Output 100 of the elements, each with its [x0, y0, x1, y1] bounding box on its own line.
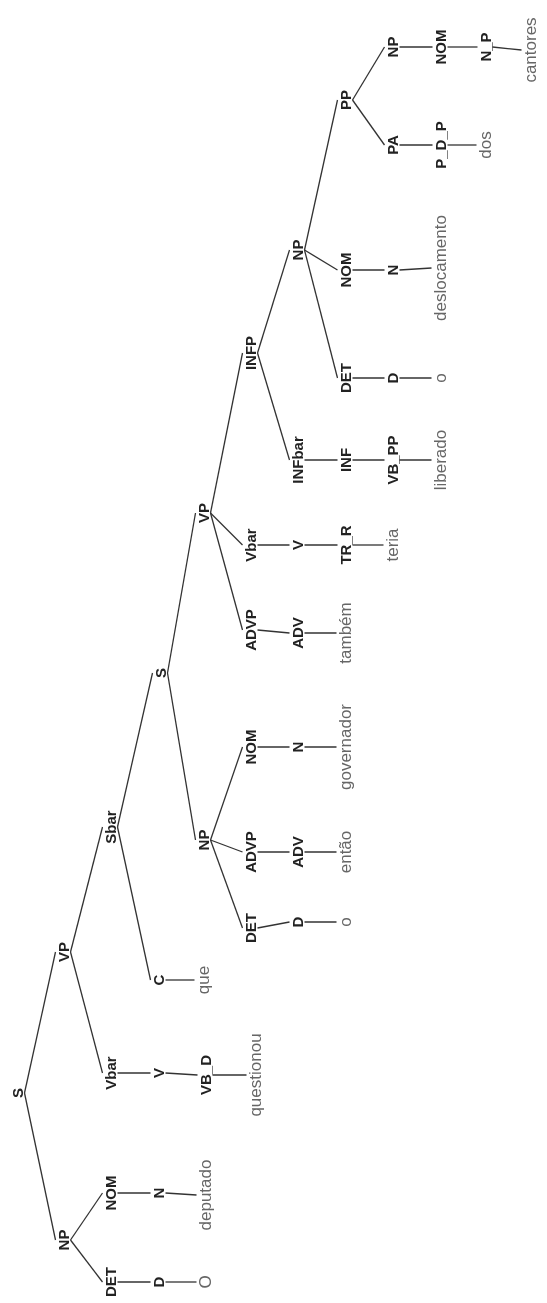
category-label: NP — [55, 1229, 71, 1251]
category-label: V — [150, 1068, 166, 1078]
tree-branch — [256, 629, 291, 634]
tree-branch — [398, 46, 434, 48]
category-label: DET — [242, 913, 258, 943]
tree-branch — [166, 672, 197, 841]
word-label: liberado — [431, 429, 449, 491]
category-label: V — [289, 540, 305, 550]
category-label: D — [384, 372, 400, 384]
category-label: NOM — [102, 1175, 118, 1211]
tree-branch — [209, 512, 244, 631]
tree-branch — [303, 921, 338, 923]
category-label: NOM — [242, 729, 258, 765]
category-label: N — [289, 741, 305, 753]
tree-branch — [256, 851, 291, 853]
category-label: PA — [384, 135, 400, 155]
category-label: PP — [337, 90, 353, 110]
tree-branch — [398, 267, 433, 271]
tree-branch — [446, 46, 479, 48]
tree-branch — [211, 1074, 248, 1076]
tree-branch — [256, 746, 291, 748]
tree-branch — [164, 979, 196, 981]
category-label: N_P — [477, 32, 493, 62]
tree-branch — [351, 269, 386, 271]
category-label: P_D_P — [432, 121, 448, 169]
tree-branch — [303, 459, 339, 461]
tree-branch — [303, 632, 338, 634]
category-label: S — [152, 668, 168, 678]
category-label: INF — [337, 447, 353, 473]
tree-branch — [23, 1092, 57, 1241]
tree-branch — [351, 46, 386, 101]
word-label: teria — [383, 528, 401, 562]
tree-branch — [303, 249, 339, 379]
tree-branch — [398, 459, 433, 461]
category-label: TR_R — [337, 525, 353, 565]
tree-branch — [164, 1072, 199, 1076]
tree-branch — [116, 826, 152, 981]
category-label: N — [150, 1187, 166, 1199]
category-label: D — [150, 1276, 166, 1288]
tree-branch — [351, 99, 386, 146]
category-label: Vbar — [102, 1056, 118, 1090]
category-label: NOM — [337, 252, 353, 288]
category-label: VB_PP — [384, 435, 400, 485]
category-label: NP — [289, 239, 305, 261]
word-label: o — [431, 373, 449, 383]
tree-branch — [69, 1192, 104, 1241]
category-label: VP — [55, 942, 71, 962]
tree-branch — [351, 544, 385, 546]
tree-branch — [351, 459, 386, 461]
tree-branch — [398, 377, 433, 379]
word-label: cantores — [521, 17, 539, 83]
category-label: NP — [384, 36, 400, 58]
category-label: ADV — [289, 836, 305, 868]
tree-branch — [351, 377, 386, 379]
tree-branch — [398, 144, 434, 146]
tree-branch — [446, 144, 478, 146]
tree-branch — [209, 352, 244, 514]
tree-branch — [116, 672, 154, 828]
category-label: NOM — [432, 29, 448, 65]
tree-branch — [209, 512, 244, 546]
category-label: NP — [195, 829, 211, 851]
tree-branch — [303, 746, 338, 748]
category-label: Sbar — [102, 810, 118, 844]
tree-branch — [256, 352, 291, 461]
tree-branch — [303, 249, 339, 271]
category-label: N — [384, 264, 400, 276]
word-label: então — [336, 830, 354, 874]
word-label: O — [196, 1275, 214, 1289]
category-label: D — [289, 916, 305, 928]
tree-branch — [303, 544, 339, 546]
category-label: DET — [102, 1267, 118, 1297]
word-label: questionou — [246, 1033, 264, 1117]
category-label: Vbar — [242, 528, 258, 562]
word-label: deslocamento — [431, 215, 449, 321]
word-label: o — [336, 917, 354, 927]
tree-branch — [69, 826, 104, 953]
tree-branch — [256, 921, 291, 929]
tree-branch — [23, 951, 57, 1094]
tree-branch — [116, 1281, 152, 1283]
tree-branch — [209, 839, 244, 853]
word-label: governador — [336, 704, 354, 790]
word-label: dos — [476, 131, 494, 159]
tree-branch — [491, 46, 523, 51]
tree-branch — [164, 1192, 198, 1196]
tree-branch — [209, 839, 244, 929]
category-label: ADVP — [242, 609, 258, 651]
category-label: VP — [195, 503, 211, 523]
category-label: ADV — [289, 617, 305, 649]
category-label: DET — [337, 363, 353, 393]
tree-branch — [116, 1072, 152, 1074]
word-label: deputado — [196, 1159, 214, 1231]
tree-branch — [116, 1192, 152, 1194]
category-label: INFbar — [289, 436, 305, 484]
tree-branch — [303, 851, 338, 853]
tree-branch — [303, 99, 339, 251]
tree-branch — [69, 1239, 104, 1283]
category-label: C — [150, 974, 166, 986]
category-label: VB_D — [197, 1055, 213, 1095]
tree-branch — [164, 1281, 198, 1283]
word-label: que — [194, 965, 212, 995]
